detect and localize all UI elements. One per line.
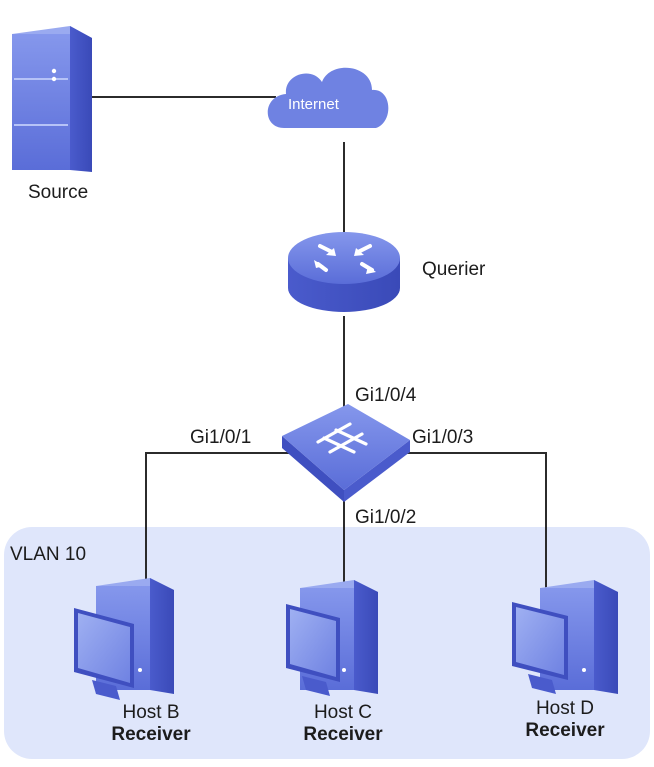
host-c-pc-icon xyxy=(286,580,378,696)
port-gi1-0-4-label: Gi1/0/4 xyxy=(355,385,417,406)
querier-label: Querier xyxy=(422,259,486,280)
vlan-label: VLAN 10 xyxy=(10,544,87,565)
port-gi1-0-3-label: Gi1/0/3 xyxy=(412,427,474,448)
host-b-pc-icon xyxy=(74,578,174,700)
host-d-pc-icon xyxy=(512,580,618,694)
internet-cloud-icon xyxy=(267,67,389,128)
port-gi1-0-1-label: Gi1/0/1 xyxy=(190,427,252,448)
host-d-name: Host D xyxy=(535,698,595,719)
host-d-role: Receiver xyxy=(525,720,605,741)
querier-router-icon xyxy=(288,232,400,312)
connection-lines xyxy=(92,96,547,592)
source-label: Source xyxy=(28,182,89,203)
host-b-name: Host B xyxy=(122,702,180,723)
host-c-role: Receiver xyxy=(303,724,383,745)
switch-icon xyxy=(282,404,410,502)
host-b-role: Receiver xyxy=(111,724,191,745)
port-gi1-0-2-label: Gi1/0/2 xyxy=(355,507,417,528)
source-server-icon xyxy=(12,26,92,172)
internet-label: Internet xyxy=(288,96,339,113)
link-switch-host-d xyxy=(404,452,547,588)
link-switch-host-b xyxy=(145,452,290,592)
host-c-name: Host C xyxy=(313,702,373,723)
